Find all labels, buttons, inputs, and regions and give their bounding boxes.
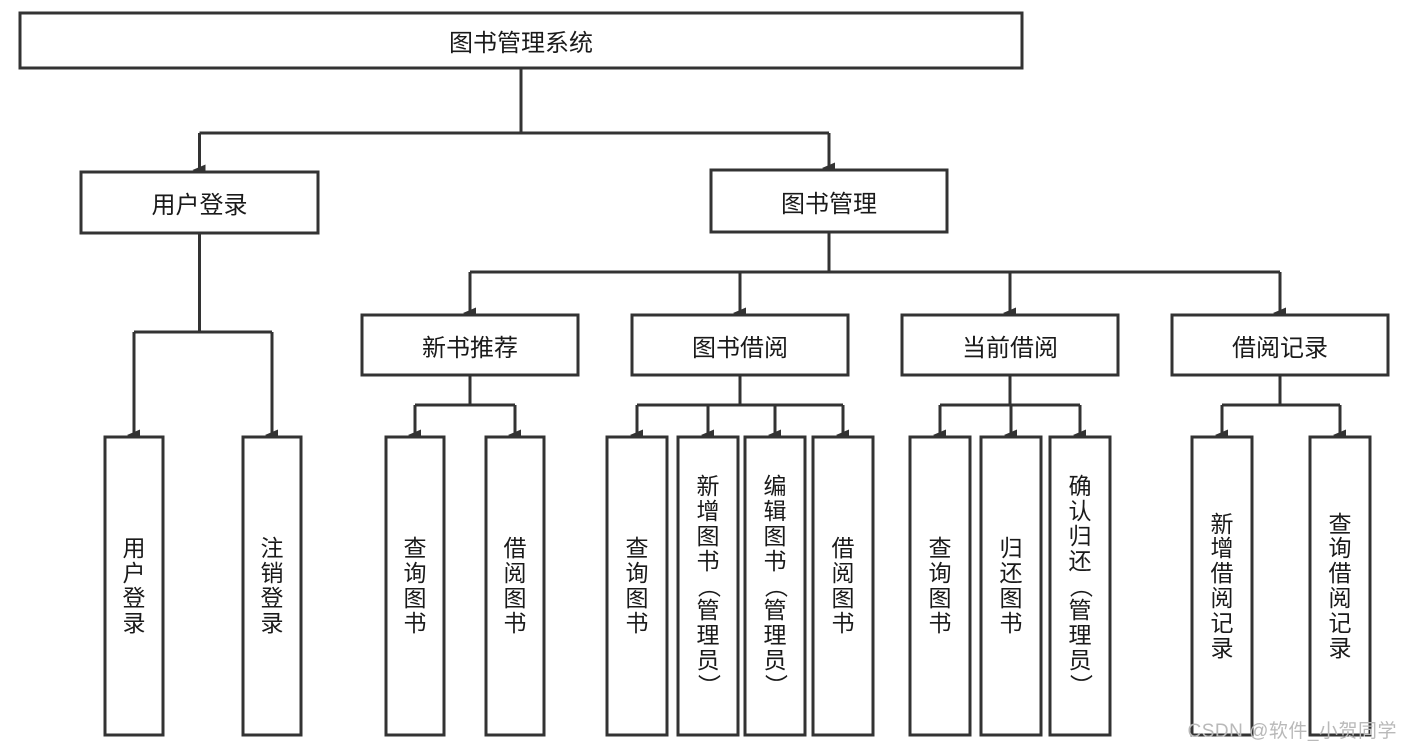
node-leaf-user-login[interactable] [103, 435, 165, 737]
node-new-book-recommend[interactable] [360, 313, 580, 377]
node-leaf-query-record[interactable] [1308, 435, 1372, 737]
csdn-watermark: CSDN @软件_小贺同学 [1187, 721, 1397, 742]
node-leaf-add-book[interactable] [676, 435, 740, 737]
node-book-borrow[interactable] [630, 313, 850, 377]
connectors-layer [127, 68, 1346, 441]
node-leaf-query-book-2[interactable] [605, 435, 669, 737]
node-leaf-add-record[interactable] [1190, 435, 1254, 737]
node-leaf-query-book-3[interactable] [908, 435, 972, 737]
boxes-layer [18, 11, 1390, 737]
node-leaf-query-book-1[interactable] [384, 435, 446, 737]
node-leaf-logout-login[interactable] [241, 435, 303, 737]
node-leaf-confirm-return[interactable] [1048, 435, 1112, 737]
node-root[interactable] [18, 11, 1024, 70]
node-book-management[interactable] [709, 168, 949, 234]
node-borrow-record[interactable] [1170, 313, 1390, 377]
node-user-login[interactable] [79, 170, 320, 235]
node-current-borrow[interactable] [900, 313, 1120, 377]
node-leaf-edit-book[interactable] [743, 435, 807, 737]
node-leaf-return-book[interactable] [979, 435, 1043, 737]
node-leaf-borrow-book-1[interactable] [484, 435, 546, 737]
node-leaf-borrow-book-2[interactable] [811, 435, 875, 737]
